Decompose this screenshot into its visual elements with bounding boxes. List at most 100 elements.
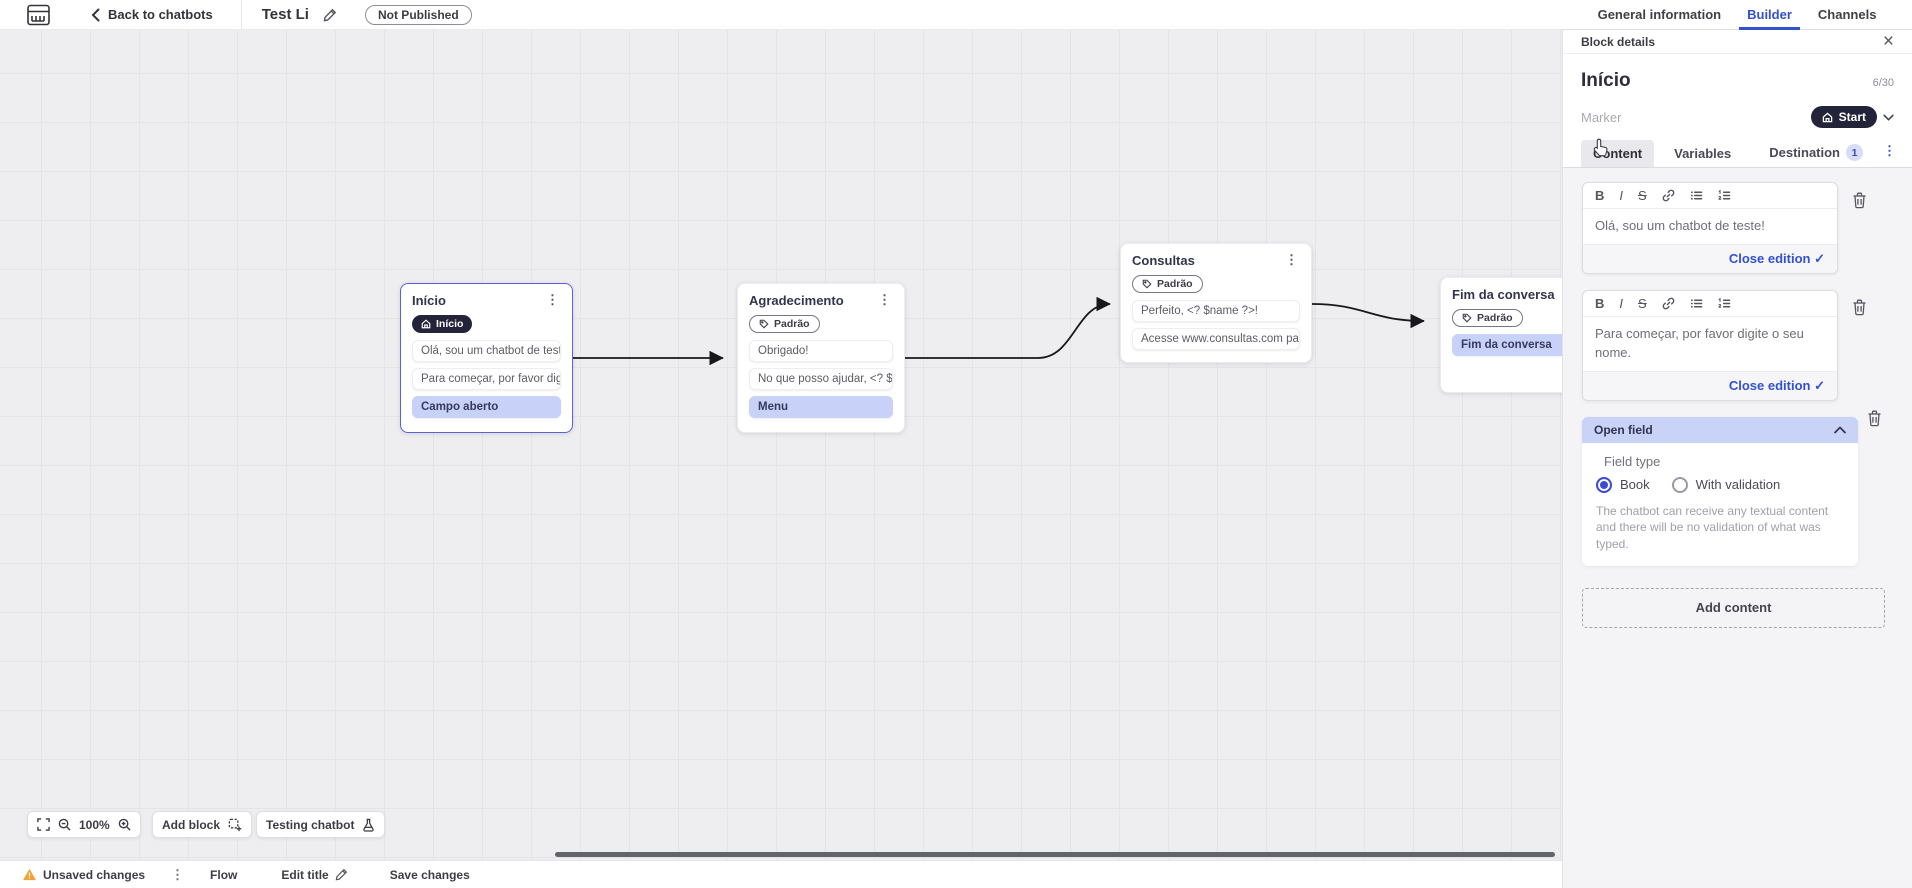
bullet-list-icon[interactable]	[1690, 189, 1703, 202]
save-changes-button[interactable]: Save changes	[390, 868, 470, 882]
strikethrough-icon[interactable]: S	[1638, 295, 1647, 311]
panel-tab-variables[interactable]: Variables	[1662, 140, 1743, 167]
add-block-label: Add block	[162, 817, 221, 832]
block-details-panel: Block details × Início 6/30 Marker Start…	[1562, 30, 1912, 888]
fit-screen-icon[interactable]	[37, 818, 50, 831]
statusbar: Unsaved changes ⋮ Flow Edit title Save c…	[0, 860, 1562, 888]
flow-node-fim-da-conversa[interactable]: Fim da conversa Padrão Fim da conversa	[1440, 277, 1562, 393]
node-kebab-menu-icon[interactable]: ⋮	[878, 292, 891, 307]
edit-title-pencil-icon[interactable]	[323, 8, 337, 22]
editor-footer: Close edition ✓	[1583, 370, 1837, 400]
node-kebab-menu-icon[interactable]: ⋮	[546, 292, 559, 307]
bold-icon[interactable]: B	[1595, 188, 1605, 203]
testing-chatbot-button[interactable]: Testing chatbot	[256, 811, 386, 838]
close-edition-label: Close edition	[1728, 250, 1811, 266]
numbered-list-icon[interactable]	[1718, 297, 1731, 310]
tab-builder[interactable]: Builder	[1739, 0, 1800, 30]
add-content-button[interactable]: Add content	[1582, 587, 1885, 628]
flow-node-consultas[interactable]: Consultas ⋮ Padrão Perfeito, <? $name ?>…	[1120, 243, 1312, 363]
add-block-button[interactable]: Add block	[152, 811, 253, 838]
edit-title-label: Edit title	[281, 867, 329, 882]
strikethrough-icon[interactable]: S	[1638, 188, 1647, 203]
rich-text-toolbar: B I S	[1583, 291, 1837, 317]
node-message-item[interactable]: Olá, sou um chatbot de teste!	[412, 340, 561, 362]
node-marker-badge: Padrão	[749, 315, 820, 333]
delete-content-icon[interactable]	[1852, 299, 1867, 316]
tag-icon	[1142, 279, 1152, 289]
zoom-out-icon[interactable]	[58, 818, 71, 831]
horizontal-scrollbar[interactable]	[555, 852, 1555, 857]
badge-label: Padrão	[1157, 278, 1193, 290]
field-type-description: The chatbot can receive any textual cont…	[1596, 503, 1829, 552]
node-open-field-item[interactable]: Campo aberto	[412, 396, 561, 418]
close-edition-button[interactable]: Close edition ✓	[1728, 377, 1825, 393]
panel-tab-destination[interactable]: Destination 1	[1757, 138, 1875, 167]
node-message-item[interactable]: No que posso ajudar, <? $name ...	[749, 368, 893, 390]
chevron-down-icon	[1883, 114, 1894, 121]
node-message-item[interactable]: Para começar, por favor digite o ...	[412, 368, 561, 390]
node-kebab-menu-icon[interactable]: ⋮	[1285, 252, 1298, 267]
field-type-options: Book With validation	[1596, 476, 1844, 493]
edit-title-button[interactable]: Edit title	[281, 868, 347, 882]
italic-icon[interactable]: I	[1619, 295, 1624, 311]
node-menu-item[interactable]: Menu	[749, 396, 893, 418]
bullet-list-icon[interactable]	[1690, 297, 1703, 310]
tag-icon	[1462, 313, 1472, 323]
marker-value-label: Start	[1838, 110, 1866, 124]
radio-option-with-validation[interactable]: With validation	[1671, 476, 1781, 493]
back-to-chatbots-button[interactable]: Back to chatbots	[91, 7, 213, 22]
node-header: Consultas ⋮	[1132, 253, 1300, 268]
radio-option-book[interactable]: Book	[1596, 476, 1650, 493]
node-message-item[interactable]: Perfeito, <? $name ?>!	[1132, 300, 1300, 322]
link-icon[interactable]	[1662, 189, 1675, 202]
radio-label: With validation	[1695, 477, 1781, 493]
topbar-tabs: General information Builder Channels	[1562, 0, 1912, 30]
radio-unselected-icon[interactable]	[1671, 476, 1688, 493]
statusbar-kebab-menu-icon[interactable]: ⋮	[171, 866, 185, 882]
flow-canvas[interactable]: Início ⋮ Início Olá, sou um chatbot de t…	[0, 30, 1562, 860]
flow-node-inicio[interactable]: Início ⋮ Início Olá, sou um chatbot de t…	[400, 283, 573, 433]
panel-tabs-kebab-menu-icon[interactable]: ⋮	[1883, 143, 1896, 158]
topbar-left: Back to chatbots Test Li Not Published	[0, 0, 472, 30]
delete-open-field-icon[interactable]	[1867, 410, 1882, 427]
flow-view-button[interactable]: Flow	[210, 868, 237, 882]
tab-label: Content	[1593, 146, 1643, 161]
panel-tab-content[interactable]: Content	[1581, 140, 1655, 167]
canvas-zoom-controls: 100%	[27, 811, 141, 838]
node-header: Agradecimento ⋮	[749, 293, 893, 308]
panel-tabs: Content Variables Destination 1 ⋮	[1563, 128, 1912, 168]
close-edition-label: Close edition	[1728, 377, 1811, 393]
tab-channels[interactable]: Channels	[1817, 7, 1877, 22]
open-field-header[interactable]: Open field	[1582, 416, 1858, 443]
italic-icon[interactable]: I	[1619, 188, 1624, 203]
link-icon[interactable]	[1662, 297, 1675, 310]
delete-content-icon[interactable]	[1852, 192, 1867, 209]
destination-count-badge: 1	[1846, 144, 1864, 161]
message-text[interactable]: Para começar, por favor digite o seu nom…	[1595, 325, 1804, 360]
field-type-label: Field type	[1604, 453, 1661, 469]
save-changes-label: Save changes	[389, 867, 470, 882]
unsaved-changes-indicator: Unsaved changes	[22, 868, 145, 882]
tab-general-information[interactable]: General information	[1597, 7, 1722, 22]
numbered-list-icon[interactable]	[1718, 189, 1731, 202]
testing-chatbot-label: Testing chatbot	[266, 817, 355, 832]
close-edition-button[interactable]: Close edition ✓	[1728, 250, 1825, 266]
zoom-in-icon[interactable]	[118, 818, 131, 831]
chatbot-title[interactable]: Test Li	[261, 6, 309, 23]
node-message-item[interactable]: Acesse www.consultas.com par...	[1132, 328, 1300, 350]
close-panel-icon[interactable]: ×	[1882, 31, 1894, 52]
editor-footer: Close edition ✓	[1583, 243, 1837, 273]
block-name-input[interactable]: Início	[1581, 70, 1631, 91]
node-end-item[interactable]: Fim da conversa	[1452, 334, 1562, 356]
message-text[interactable]: Olá, sou um chatbot de teste!	[1595, 218, 1765, 233]
node-header: Fim da conversa	[1452, 287, 1562, 302]
radio-selected-icon[interactable]	[1596, 476, 1612, 493]
app-logo-icon[interactable]	[26, 4, 51, 26]
node-message-item[interactable]: Obrigado!	[749, 340, 893, 362]
bold-icon[interactable]: B	[1595, 295, 1605, 311]
message-editor-card: B I S Para começar, por favor digite o s…	[1582, 289, 1838, 401]
flow-node-agradecimento[interactable]: Agradecimento ⋮ Padrão Obrigado! No que …	[737, 283, 905, 433]
marker-select[interactable]: Start	[1810, 106, 1894, 128]
connector-agradecimento-consultas	[905, 296, 1111, 359]
add-block-icon	[228, 818, 242, 831]
